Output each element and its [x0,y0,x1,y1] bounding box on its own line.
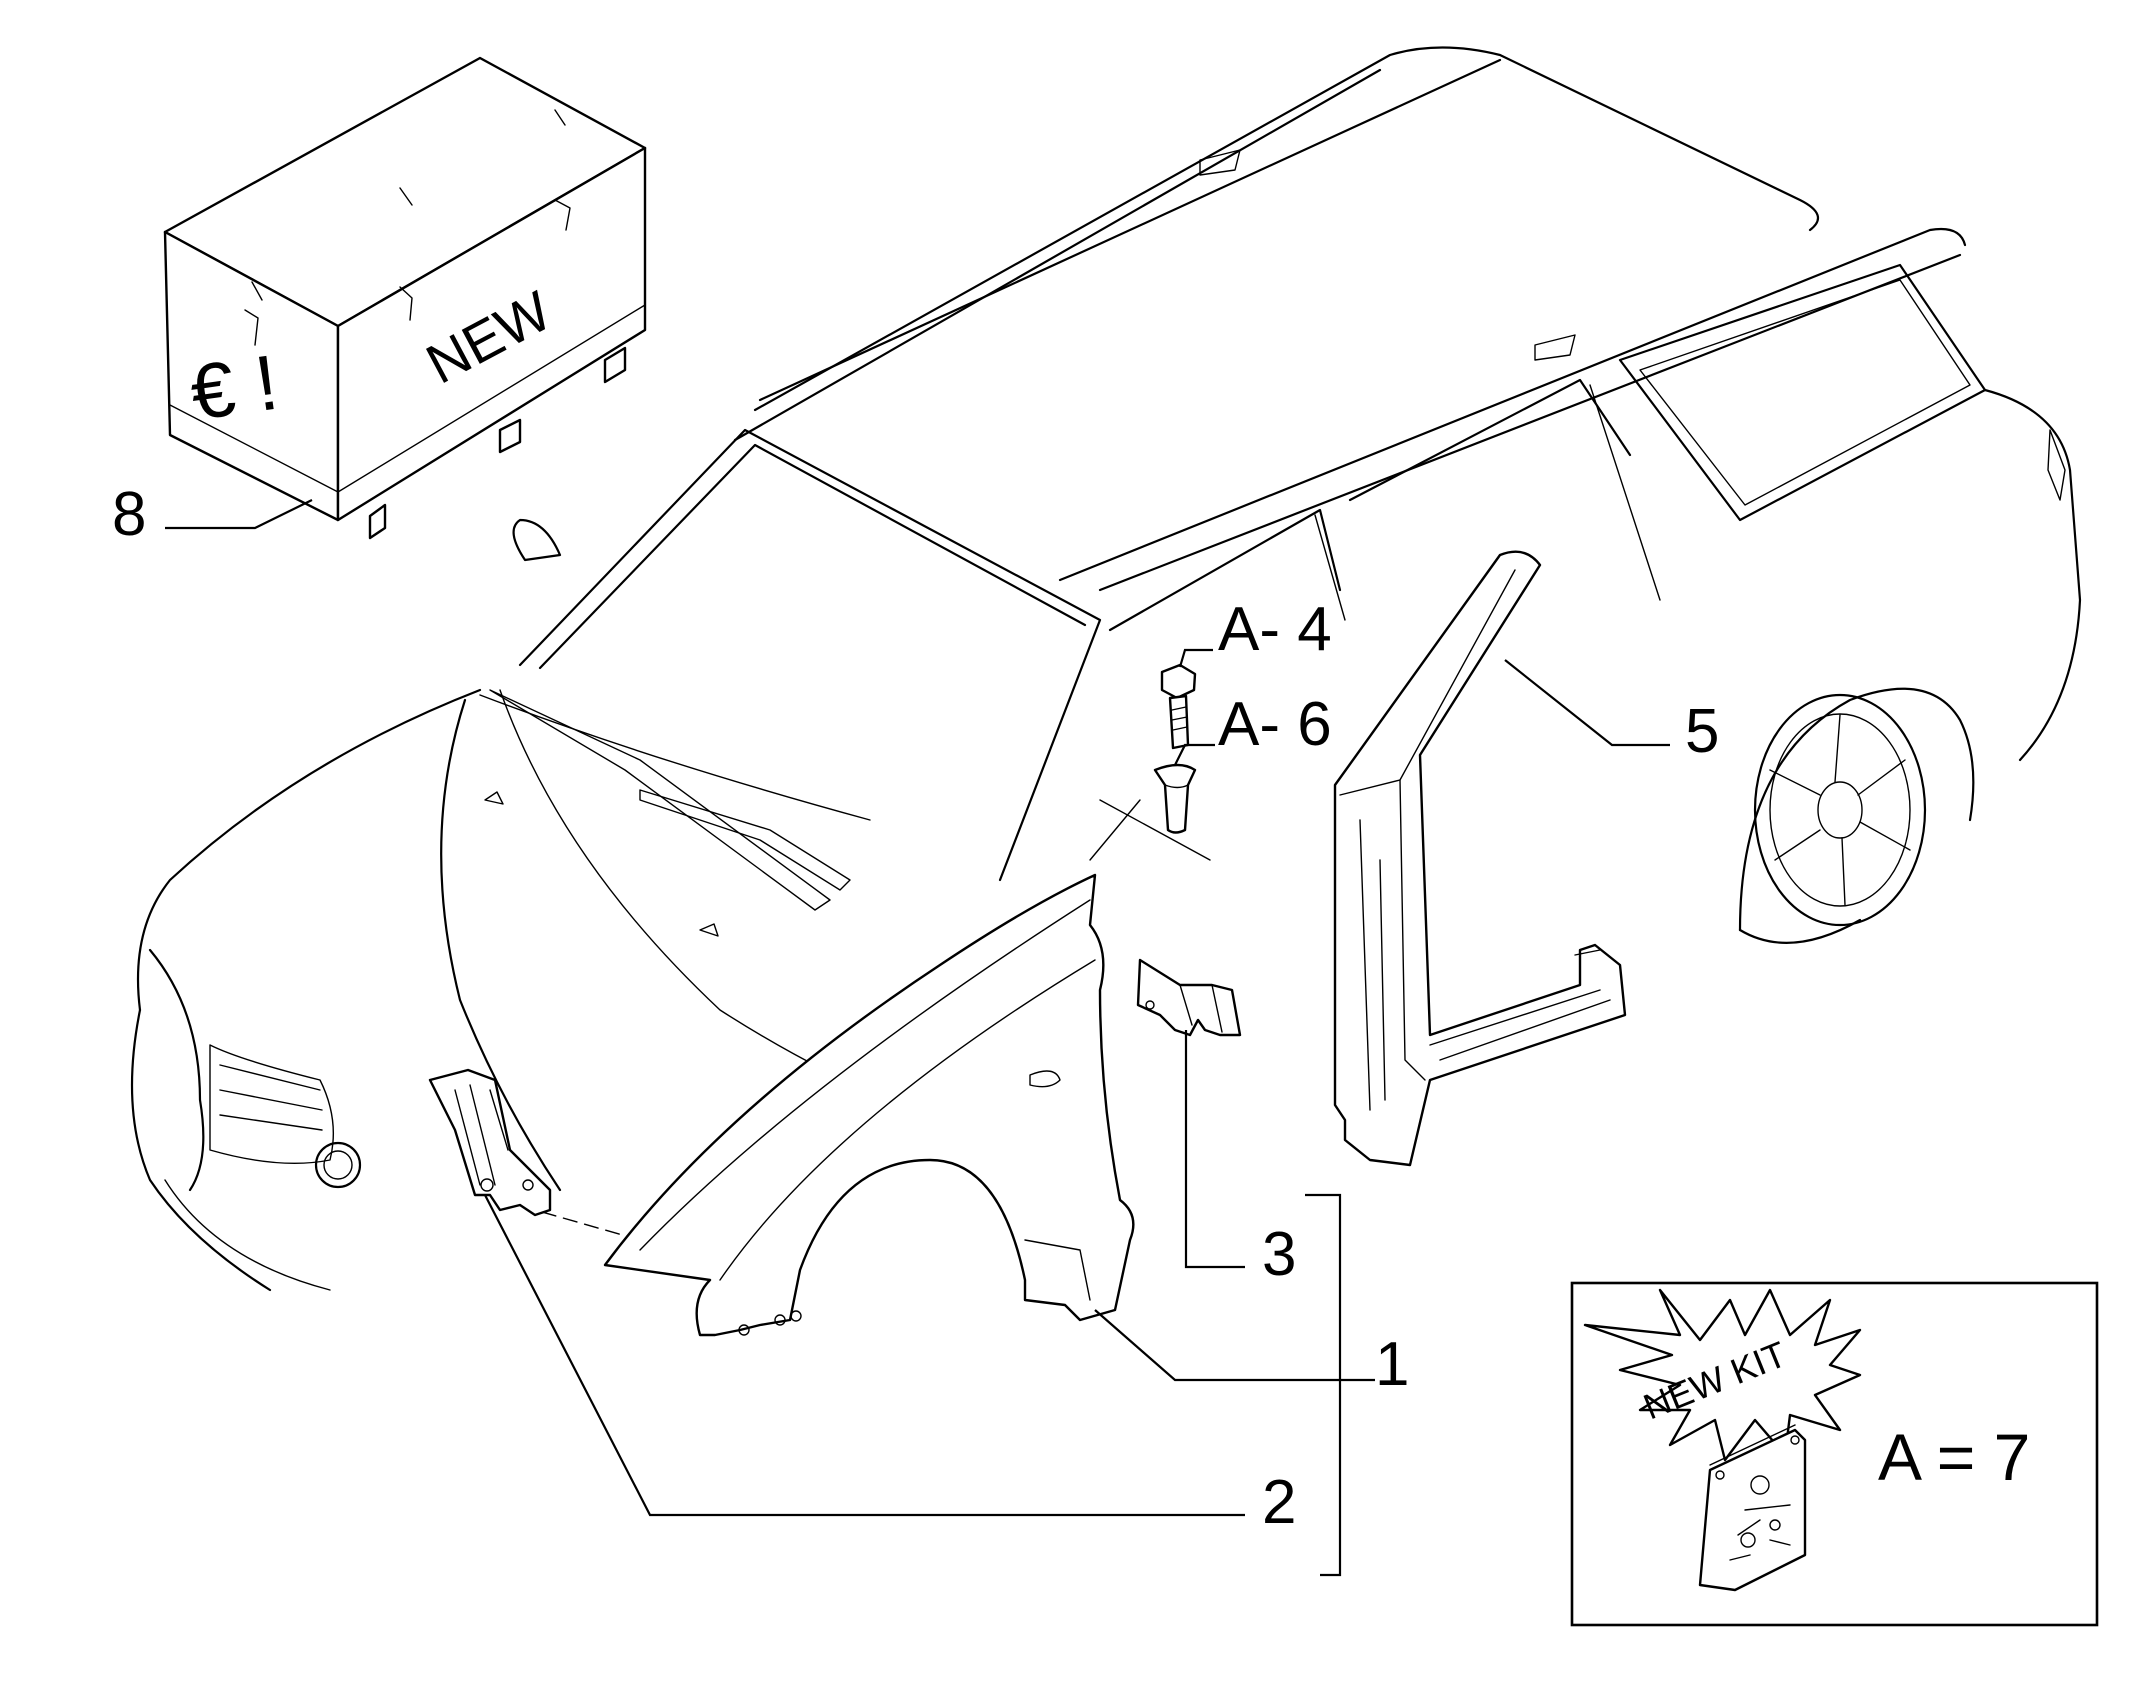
bracket-part-2 [428,1068,552,1217]
callout-5: 5 [1685,697,1719,766]
spacer-a-6 [1153,763,1197,834]
callout-8: 8 [112,480,146,549]
pillar-part-5 [1333,550,1627,1167]
callout-a-4: A- 4 [1218,595,1332,664]
crate-part-8: € ! NEW [163,56,647,540]
new-kit-legend-box: NEW KIT A = 7 [1570,1281,2099,1627]
callout-a-6: A- 6 [1218,690,1332,759]
bracket-part-3 [1136,958,1242,1037]
kit-bag-icon [1698,1424,1807,1592]
callout-3: 3 [1262,1220,1296,1289]
callout-2: 2 [1262,1468,1296,1537]
fender-part-1 [603,873,1135,1337]
kit-equation: A = 7 [1878,1420,2030,1494]
callout-1: 1 [1375,1330,1409,1399]
crate-euro-label: € ! [185,338,283,437]
new-kit-burst [1583,1288,1862,1462]
leader-lines [165,499,1670,1577]
bolt-a-4 [1160,663,1197,750]
